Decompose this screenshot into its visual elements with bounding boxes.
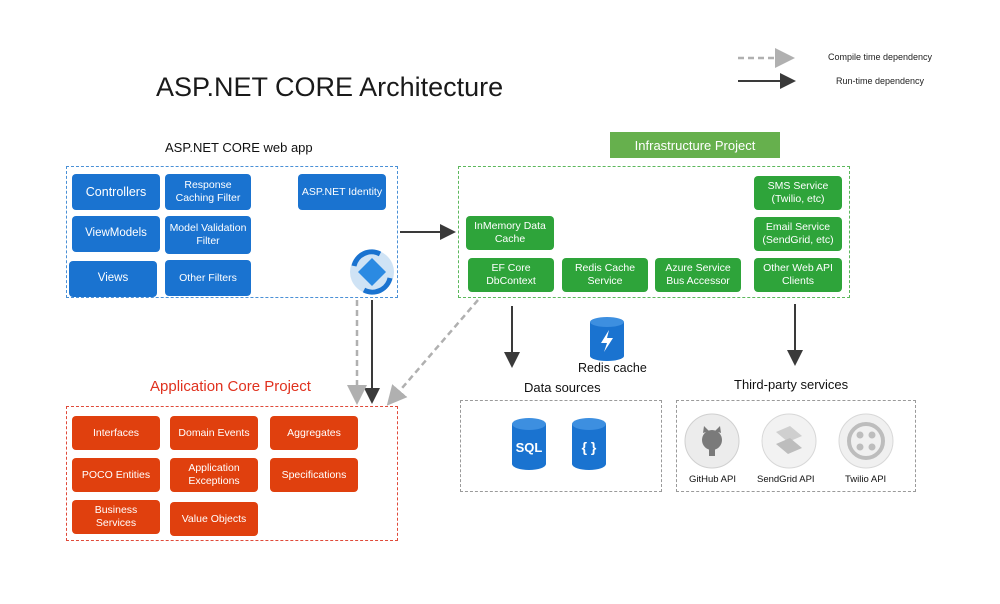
infrastructure-group — [458, 166, 850, 298]
legend-compile-label: Compile time dependency — [828, 52, 933, 62]
sql-database-icon — [512, 418, 546, 470]
email-service-box: Email Service (SendGrid, etc) — [754, 217, 842, 251]
document-db-icon — [572, 418, 606, 470]
sms-service-box: SMS Service (Twilio, etc) — [754, 176, 842, 210]
controllers-box: Controllers — [72, 174, 160, 210]
third-party-group — [676, 400, 916, 492]
aggregates-box: Aggregates — [270, 416, 358, 450]
infrastructure-group-label: Infrastructure Project — [610, 132, 780, 158]
sendgrid-icon — [761, 413, 817, 469]
redis-cache-label: Redis cache — [578, 361, 647, 375]
viewmodels-box: ViewModels — [72, 216, 160, 252]
core-group-label: Application Core Project — [150, 378, 311, 395]
data-sources-group — [460, 400, 662, 492]
redis-cache-icon — [590, 317, 624, 361]
webapp-group — [66, 166, 398, 298]
azure-service-bus-accessor-box: Azure Service Bus Accessor — [655, 258, 741, 292]
inmemory-data-cache-box: InMemory Data Cache — [466, 216, 554, 250]
third-party-label: Third-party services — [734, 377, 849, 392]
github-api-label: GitHub API — [689, 474, 736, 485]
model-validation-filter-box: Model Validation Filter — [165, 216, 251, 254]
ef-core-dbcontext-box: EF Core DbContext — [468, 258, 554, 292]
legend-runtime-label: Run-time dependency — [836, 76, 925, 86]
redis-cache-service-box: Redis Cache Service — [562, 258, 648, 292]
legend: Compile time dependency Run-time depende… — [736, 48, 966, 88]
other-web-api-clients-box: Other Web API Clients — [754, 258, 842, 292]
azure-logo-icon — [350, 249, 394, 295]
core-group — [66, 406, 398, 541]
views-box: Views — [69, 261, 157, 297]
poco-entities-box: POCO Entities — [72, 458, 160, 492]
specifications-box: Specifications — [270, 458, 358, 492]
sendgrid-api-label: SendGrid API — [757, 474, 815, 485]
other-filters-box: Other Filters — [165, 260, 251, 296]
application-exceptions-box: Application Exceptions — [170, 458, 258, 492]
aspnet-identity-box: ASP.NET Identity — [298, 174, 386, 210]
infra-to-core-compile-arrow — [386, 299, 479, 406]
interfaces-box: Interfaces — [72, 416, 160, 450]
business-services-box: Business Services — [72, 500, 160, 534]
document-db-label: { } — [582, 439, 597, 455]
sql-label: SQL — [516, 440, 543, 455]
twilio-icon — [838, 413, 894, 469]
response-caching-filter-box: Response Caching Filter — [165, 174, 251, 210]
page-title: ASP.NET CORE Architecture — [156, 72, 504, 102]
twilio-api-label: Twilio API — [845, 474, 887, 485]
data-sources-label: Data sources — [524, 380, 601, 395]
github-icon — [684, 413, 740, 469]
webapp-group-label: ASP.NET CORE web app — [165, 140, 313, 155]
domain-events-box: Domain Events — [170, 416, 258, 450]
value-objects-box: Value Objects — [170, 502, 258, 536]
